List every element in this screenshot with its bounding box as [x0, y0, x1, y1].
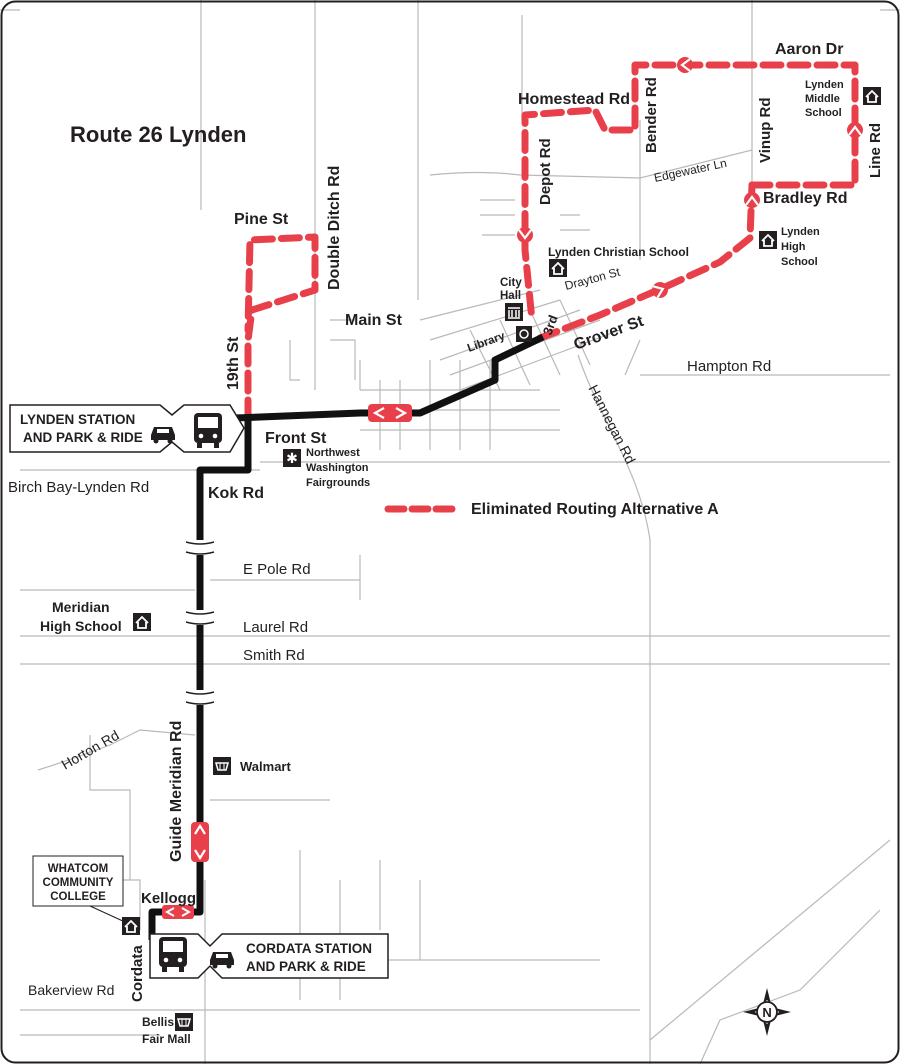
svg-text:Pine St: Pine St	[234, 211, 289, 228]
svg-text:Fairgrounds: Fairgrounds	[306, 477, 370, 489]
svg-text:Guide Meridian Rd: Guide Meridian Rd	[168, 721, 185, 862]
shopping-cart-icon	[174, 1012, 194, 1032]
svg-text:Laurel Rd: Laurel Rd	[243, 619, 308, 636]
svg-text:3rd: 3rd	[540, 313, 561, 337]
svg-text:Bakerview Rd: Bakerview Rd	[28, 982, 114, 998]
svg-text:Lynden Christian School: Lynden Christian School	[548, 245, 689, 259]
svg-text:Washington: Washington	[306, 462, 369, 474]
svg-text:Smith Rd: Smith Rd	[243, 647, 305, 664]
eliminated-route-arrows	[517, 57, 863, 299]
bus-icon	[194, 413, 222, 448]
legend-label-alt-a: Eliminated Routing Alternative A	[471, 501, 719, 518]
compass-label: N	[762, 1005, 771, 1020]
bus-icon	[159, 937, 187, 972]
svg-text:City: City	[500, 277, 522, 289]
svg-text:COLLEGE: COLLEGE	[50, 891, 106, 903]
svg-text:19th St: 19th St	[225, 336, 242, 390]
svg-text:✱: ✱	[286, 451, 298, 467]
svg-text:Depot Rd: Depot Rd	[537, 138, 554, 205]
svg-text:Double Ditch Rd: Double Ditch Rd	[326, 166, 343, 290]
svg-text:Homestead Rd: Homestead Rd	[518, 91, 630, 108]
svg-text:School: School	[781, 256, 818, 268]
north-arrow-icon: N	[743, 988, 791, 1036]
svg-text:Hannegan Rd: Hannegan Rd	[585, 382, 638, 466]
cordata-station-subtitle: AND PARK & RIDE	[246, 959, 366, 974]
svg-text:Walmart: Walmart	[240, 759, 291, 774]
svg-text:Drayton St: Drayton St	[563, 265, 622, 293]
svg-text:Meridian: Meridian	[52, 599, 110, 615]
fairgrounds-icon: ✱	[283, 449, 301, 467]
svg-text:Lynden: Lynden	[805, 79, 844, 91]
legend: Eliminated Routing Alternative A	[384, 501, 719, 518]
svg-text:COMMUNITY: COMMUNITY	[43, 877, 114, 889]
svg-text:Kellogg: Kellogg	[141, 890, 196, 907]
lynden-station-callout[interactable]: LYNDEN STATION AND PARK & RIDE	[9, 404, 245, 453]
city-hall-icon	[505, 303, 523, 321]
svg-text:Line Rd: Line Rd	[867, 123, 884, 178]
school-icon	[121, 916, 141, 936]
svg-text:High School: High School	[40, 618, 122, 634]
cordata-station-name: CORDATA STATION	[246, 941, 372, 956]
svg-text:Cordata: Cordata	[129, 945, 146, 1002]
svg-text:Bradley Rd: Bradley Rd	[763, 190, 847, 207]
svg-text:Edgewater Ln: Edgewater Ln	[653, 156, 728, 185]
lynden-station-subtitle: AND PARK & RIDE	[23, 430, 143, 445]
svg-text:High: High	[781, 241, 806, 253]
svg-text:E Pole Rd: E Pole Rd	[243, 561, 311, 578]
svg-text:School: School	[805, 107, 842, 119]
svg-text:Lynden: Lynden	[781, 226, 820, 238]
lynden-station-name: LYNDEN STATION	[20, 412, 135, 427]
two-way-indicators	[162, 404, 412, 919]
school-icon	[862, 86, 882, 106]
svg-text:Kok Rd: Kok Rd	[208, 485, 264, 502]
svg-text:Birch Bay-Lynden Rd: Birch Bay-Lynden Rd	[8, 479, 149, 496]
svg-text:Middle: Middle	[805, 93, 840, 105]
svg-text:Aaron Dr: Aaron Dr	[775, 41, 843, 58]
map-title: Route 26 Lynden	[70, 122, 246, 147]
svg-text:Hampton Rd: Hampton Rd	[687, 358, 771, 375]
svg-text:Front St: Front St	[265, 430, 327, 447]
svg-text:Northwest: Northwest	[306, 447, 360, 459]
road-break-markers	[185, 541, 215, 705]
school-icon	[132, 612, 152, 632]
svg-text:Bellis: Bellis	[142, 1015, 174, 1029]
svg-text:Vinup Rd: Vinup Rd	[757, 97, 774, 163]
svg-text:Fair Mall: Fair Mall	[142, 1032, 191, 1046]
library-icon	[516, 326, 532, 342]
svg-text:WHATCOM: WHATCOM	[48, 863, 108, 875]
svg-text:Hall: Hall	[500, 290, 521, 302]
svg-text:Main St: Main St	[345, 312, 403, 329]
shopping-cart-icon	[212, 756, 232, 776]
school-icon	[548, 258, 568, 278]
svg-text:Bender Rd: Bender Rd	[643, 77, 660, 153]
school-icon	[758, 230, 778, 250]
whatcom-cc-label: WHATCOM COMMUNITY COLLEGE	[32, 855, 126, 923]
cordata-station-callout[interactable]: CORDATA STATION AND PARK & RIDE	[149, 933, 389, 979]
